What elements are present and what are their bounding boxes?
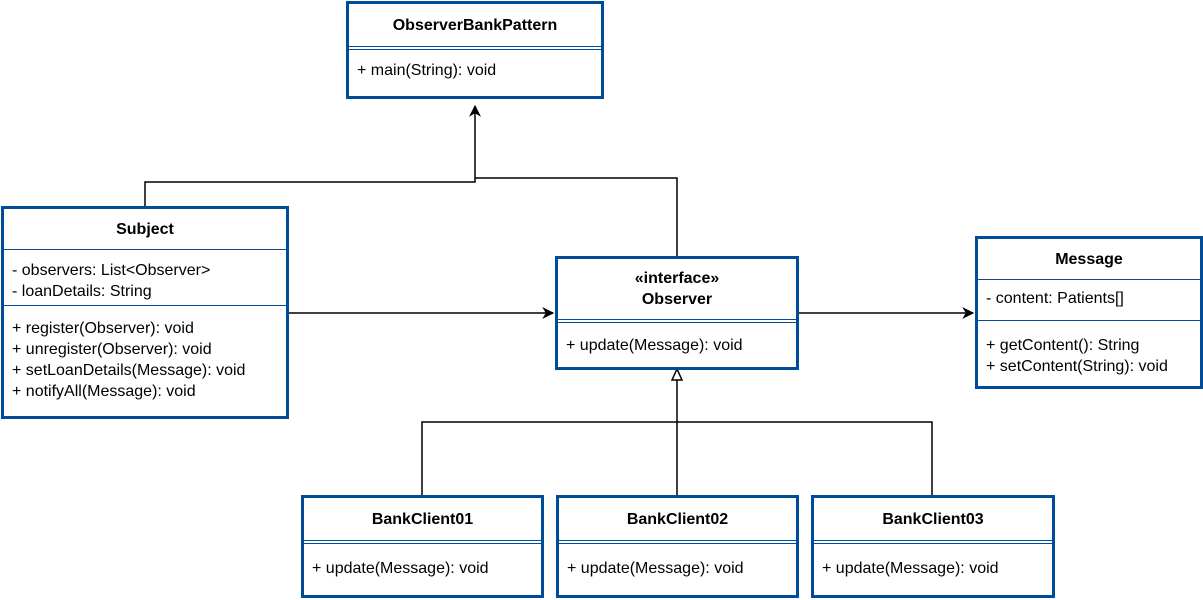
empty-attributes-compartment bbox=[304, 540, 541, 544]
operation: + register(Observer): void bbox=[12, 320, 194, 337]
class-name: ObserverBankPattern bbox=[392, 16, 558, 34]
class-message[interactable]: Message - content: Patients[] + getConte… bbox=[975, 236, 1203, 389]
empty-attributes-compartment bbox=[349, 46, 601, 50]
class-observer-bank-pattern[interactable]: ObserverBankPattern + main(String): void bbox=[346, 1, 604, 99]
class-bank-client-02[interactable]: BankClient02 + update(Message): void bbox=[556, 495, 799, 598]
operation: + update(Message): void bbox=[312, 560, 489, 577]
class-bank-client-01[interactable]: BankClient01 + update(Message): void bbox=[301, 495, 544, 598]
class-name: BankClient03 bbox=[882, 510, 984, 528]
realization-branch bbox=[421, 421, 933, 497]
class-name: Subject bbox=[116, 220, 174, 238]
operation: + setContent(String): void bbox=[986, 358, 1168, 375]
empty-attributes-compartment bbox=[814, 540, 1052, 544]
attribute: - content: Patients[] bbox=[986, 290, 1124, 307]
class-name: Observer bbox=[641, 291, 713, 308]
empty-attributes-compartment bbox=[558, 319, 796, 323]
operation: + main(String): void bbox=[357, 62, 497, 79]
subject-to-main-connector bbox=[144, 104, 481, 207]
observer-to-main-connector bbox=[475, 177, 678, 257]
operation: + unregister(Observer): void bbox=[12, 341, 212, 358]
operation: + update(Message): void bbox=[566, 337, 743, 354]
operation: + update(Message): void bbox=[567, 560, 744, 577]
class-name: BankClient02 bbox=[626, 510, 729, 528]
empty-attributes-compartment bbox=[559, 540, 796, 544]
operation: + update(Message): void bbox=[822, 560, 999, 577]
operation: + getContent(): String bbox=[986, 337, 1140, 354]
attribute: - observers: List<Observer> bbox=[12, 262, 211, 279]
class-observer-interface[interactable]: «interface» Observer + update(Message): … bbox=[555, 256, 799, 370]
attribute: - loanDetails: String bbox=[12, 283, 152, 300]
class-name: Message bbox=[1055, 250, 1123, 268]
class-subject[interactable]: Subject - observers: List<Observer> - lo… bbox=[1, 206, 289, 419]
operation: + notifyAll(Message): void bbox=[12, 383, 196, 400]
realization-arrowhead bbox=[670, 367, 684, 381]
operation: + setLoanDetails(Message): void bbox=[12, 362, 246, 379]
class-name: BankClient01 bbox=[371, 510, 474, 528]
stereotype: «interface» bbox=[634, 270, 720, 287]
class-bank-client-03[interactable]: BankClient03 + update(Message): void bbox=[811, 495, 1055, 598]
